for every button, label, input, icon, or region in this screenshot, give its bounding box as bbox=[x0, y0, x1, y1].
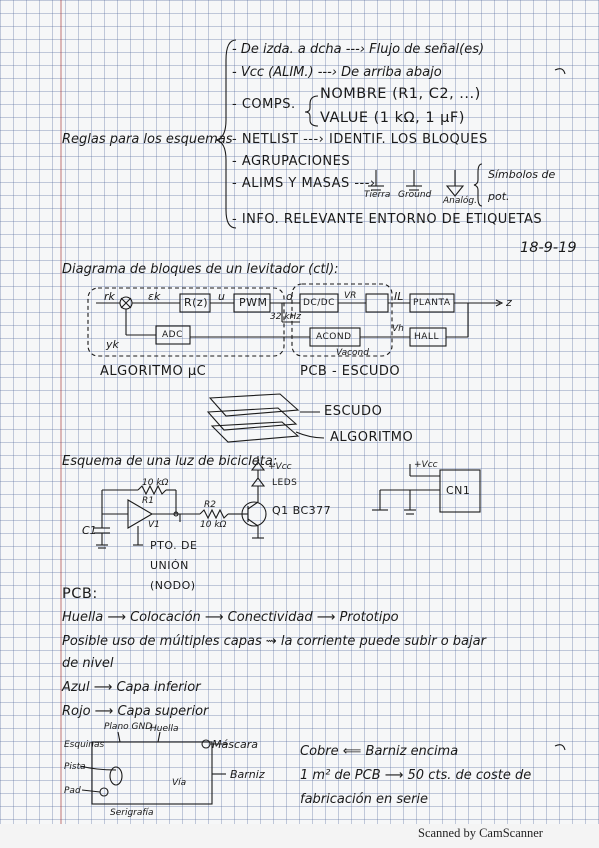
stacked-boards-sketch bbox=[206, 393, 325, 443]
pcb-label-esquinas: Esquinas bbox=[64, 740, 105, 750]
comps-sub-value: VALUE (1 kΩ, 1 μF) bbox=[320, 110, 465, 126]
pcb-via bbox=[99, 787, 109, 797]
block-diagram-title: Diagrama de bloques de un levitador (ctl… bbox=[62, 262, 339, 277]
c1-label: C1 bbox=[82, 524, 97, 537]
sig-vh: Vh bbox=[392, 324, 404, 334]
leds-label: LEDS bbox=[272, 478, 298, 488]
u1-label: V1 bbox=[148, 520, 160, 530]
rules-title: Reglas para los esquemas bbox=[62, 132, 233, 147]
pcb-note-3: fabricación en serie bbox=[300, 792, 429, 807]
ground-label-ground: Ground bbox=[398, 190, 432, 200]
pcb-note-2: 1 m² de PCB ⟶ 50 cts. de coste de bbox=[300, 768, 532, 783]
pcb-label-plano-gnd: Plano GND bbox=[104, 722, 153, 732]
date: 18-9-19 bbox=[520, 240, 577, 256]
ground-brace bbox=[473, 163, 483, 207]
pcb-label-mascara: Máscara bbox=[212, 738, 259, 751]
resistor-r2 bbox=[199, 508, 229, 520]
sig-rk: rk bbox=[104, 290, 115, 303]
pcb-label-serigrafia: Serigrafía bbox=[110, 808, 154, 818]
sig-d: d bbox=[286, 290, 293, 303]
block-pwm-label: PWM bbox=[239, 296, 268, 309]
rule-item-1: - De izda. a dcha ---› Flujo de señal(es… bbox=[232, 42, 485, 57]
stack-label-escudo: ESCUDO bbox=[324, 404, 383, 419]
cn1-label: CN1 bbox=[446, 484, 471, 497]
comps-brace bbox=[304, 95, 319, 127]
pcb-label-barniz: Barniz bbox=[230, 768, 265, 781]
sig-ek: εk bbox=[148, 290, 161, 303]
sig-vacond: Vacond bbox=[336, 348, 369, 358]
pcb-pad bbox=[109, 766, 123, 786]
vcc-label: +Vcc bbox=[268, 462, 292, 472]
pcb-line-4: Azul ⟶ Capa inferior bbox=[62, 680, 201, 695]
ground-symbols bbox=[368, 170, 465, 197]
q1-label: Q1 BC377 bbox=[272, 504, 332, 517]
ground-label-analog: Analóg. bbox=[443, 196, 477, 206]
pcb-board-outline bbox=[91, 741, 213, 805]
r2-value: 10 kΩ bbox=[200, 520, 227, 530]
ground-label-tierra: Tierra bbox=[364, 190, 391, 200]
rules-brace bbox=[215, 39, 237, 229]
group-label-algoritmo: ALGORITMO μC bbox=[100, 364, 207, 379]
group-pcb bbox=[291, 283, 393, 357]
pcb-line-5: Rojo ⟶ Capa superior bbox=[62, 704, 209, 719]
sig-il: IL bbox=[394, 290, 404, 303]
block-acond-label: ACOND bbox=[316, 332, 352, 342]
stack-label-algoritmo: ALGORITMO bbox=[330, 430, 414, 445]
pcb-line-1: Huella ⟶ Colocación ⟶ Conectividad ⟶ Pro… bbox=[62, 610, 399, 625]
block-dcdc-label: DC/DC bbox=[303, 298, 335, 308]
pcb-label-pad: Pad bbox=[64, 786, 81, 796]
margin-line bbox=[60, 0, 62, 826]
node-note: PTO. DE UNIÓN (NODO) bbox=[150, 539, 198, 592]
r1-label: R1 bbox=[142, 496, 154, 506]
scan-bottom-band bbox=[0, 824, 599, 848]
rule-item-2: - Vcc (ALIM.) ---› De arriba abajo bbox=[232, 65, 442, 80]
block-rz-label: R(z) bbox=[184, 296, 208, 309]
rf-value: 10 kΩ bbox=[142, 478, 169, 488]
block-hall-label: HALL bbox=[414, 332, 439, 342]
led-string bbox=[250, 461, 266, 494]
block-planta-label: PLANTA bbox=[413, 298, 451, 308]
pcb-note-1: Cobre ⟸ Barniz encima bbox=[300, 744, 459, 759]
sig-vr: VR bbox=[344, 291, 357, 301]
rule-item-7: - INFO. RELEVANTE ENTORNO DE ETIQUETAS bbox=[232, 212, 543, 227]
pcb-line-3: de nivel bbox=[62, 656, 114, 671]
ground-note: Símbolos de pot. bbox=[488, 168, 556, 203]
sig-32khz: 32 kHz bbox=[270, 312, 302, 322]
pcb-label-pista: Pista bbox=[64, 762, 86, 772]
rule-item-6: - ALIMS Y MASAS ---› bbox=[232, 176, 376, 191]
resistor-feedback bbox=[137, 484, 167, 496]
pcb-line-2: Posible uso de múltiples capas ⇝ la corr… bbox=[62, 634, 486, 649]
bike-light-title: Esquema de una luz de bicicleta: bbox=[62, 454, 278, 469]
sig-u: u bbox=[218, 290, 225, 303]
sig-z: z bbox=[506, 296, 512, 309]
rule-item-5: - AGRUPACIONES bbox=[232, 154, 351, 169]
pcb-label-via: Vía bbox=[172, 778, 187, 788]
pcb-heading: PCB: bbox=[62, 586, 98, 602]
scanner-watermark: Scanned by CamScanner bbox=[418, 826, 543, 840]
block-adc-label: ADC bbox=[162, 330, 183, 340]
sig-yk: yk bbox=[106, 338, 119, 351]
rule-item-4: - NETLIST ---› IDENTIF. LOS BLOQUES bbox=[232, 132, 488, 147]
connector-cn1 bbox=[439, 469, 481, 513]
rule-item-3: - COMPS. bbox=[232, 97, 296, 112]
group-label-pcb: PCB - ESCUDO bbox=[300, 364, 401, 379]
group-algoritmo bbox=[87, 287, 285, 357]
comps-sub-name: NOMBRE (R1, C2, ...) bbox=[320, 86, 481, 102]
r2-label: R2 bbox=[204, 500, 216, 510]
vcc2-label: +Vcc bbox=[414, 460, 438, 470]
pcb-label-huella: Huella bbox=[150, 724, 179, 734]
